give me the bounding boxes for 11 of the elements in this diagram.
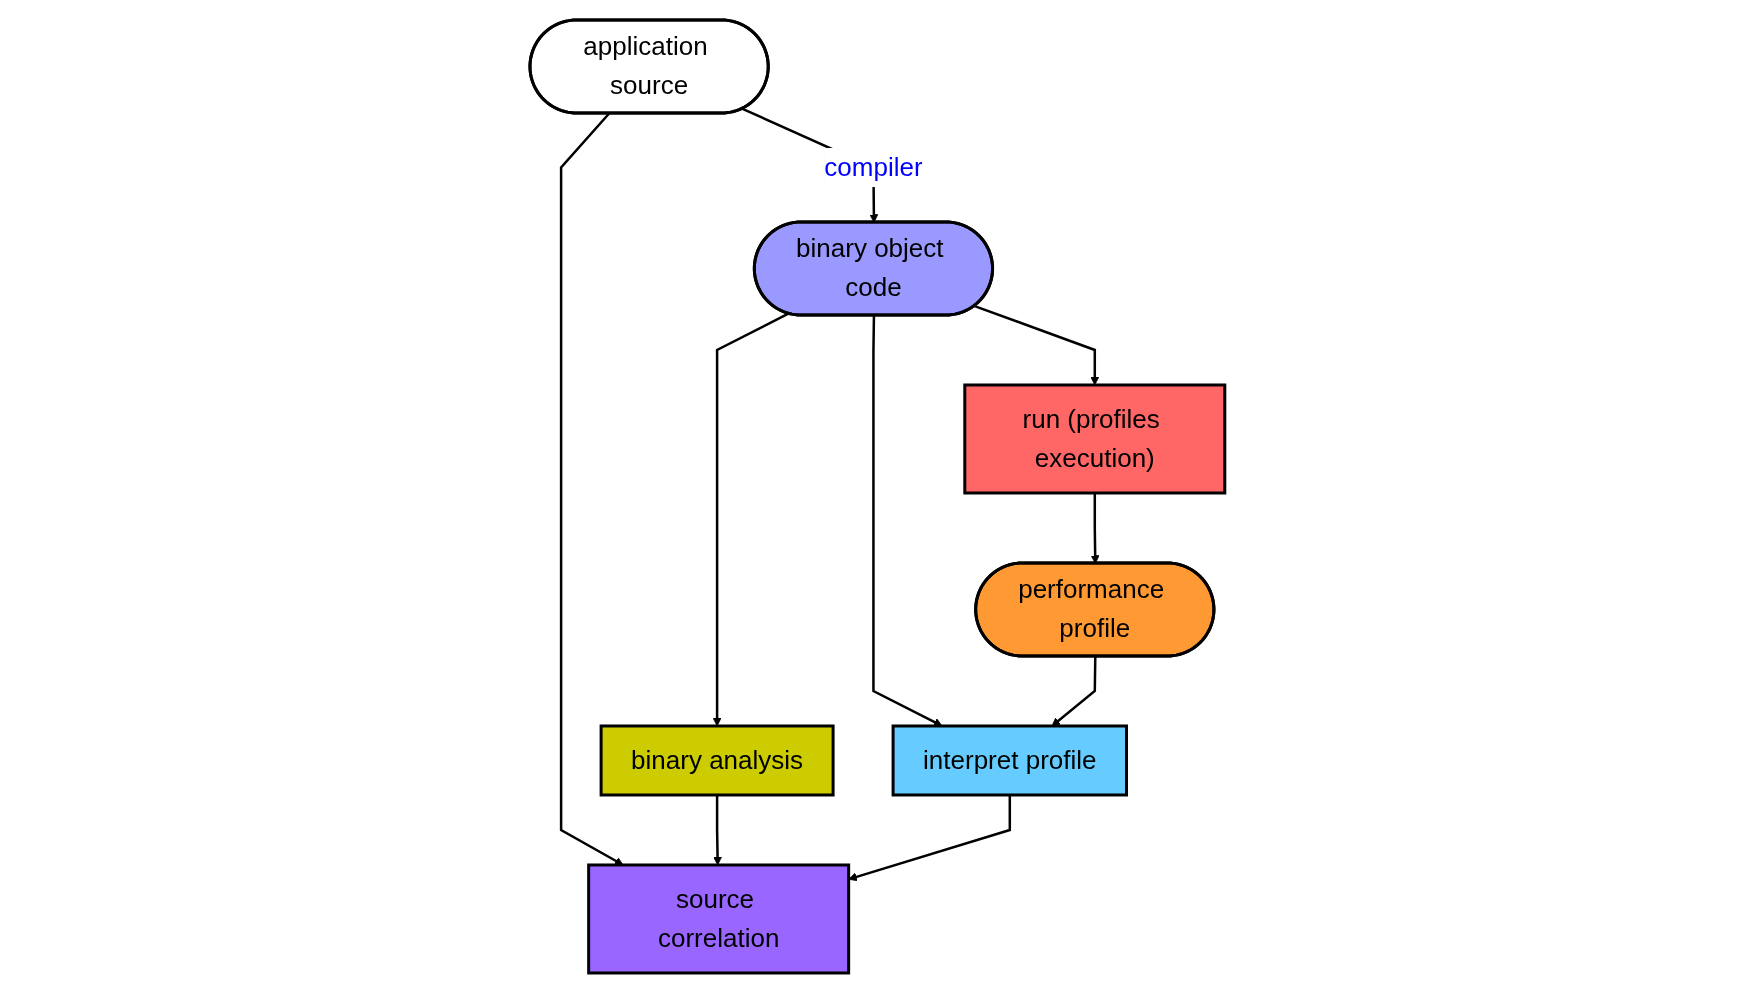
edge-label: compiler	[823, 151, 923, 182]
node-box: binary analysis	[599, 724, 835, 796]
arrow	[559, 112, 624, 865]
arrow	[871, 315, 943, 726]
arrow	[712, 794, 722, 865]
node-box: interpret profile	[891, 724, 1128, 796]
arrow	[973, 304, 1099, 385]
arrow	[1051, 655, 1097, 726]
node-box: run (profiles execution)	[962, 383, 1226, 494]
node-box: source correlation	[586, 863, 850, 974]
arrow	[712, 312, 789, 726]
